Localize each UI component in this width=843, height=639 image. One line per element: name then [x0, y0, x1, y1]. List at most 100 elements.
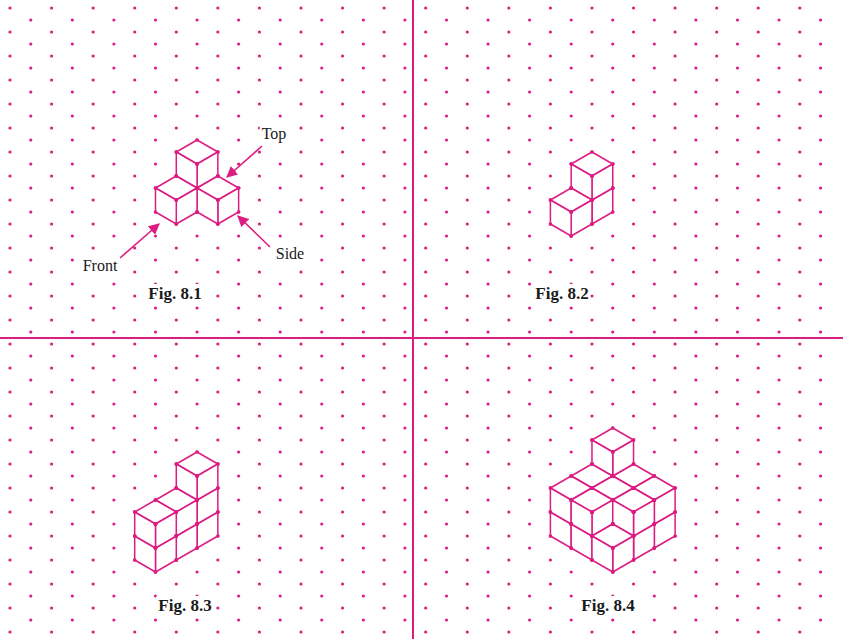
grid-dot	[507, 366, 510, 369]
grid-dot	[175, 174, 178, 177]
grid-dot	[383, 558, 386, 561]
grid-dot	[112, 594, 115, 597]
grid-dot	[71, 570, 74, 573]
vertex-dot	[174, 510, 178, 514]
grid-dot	[341, 606, 344, 609]
grid-dot	[777, 330, 780, 333]
vertex-dot	[632, 486, 636, 490]
grid-dot	[320, 378, 323, 381]
vertex-dot	[611, 546, 615, 550]
grid-dot	[237, 42, 240, 45]
grid-dot	[757, 582, 760, 585]
grid-dot	[570, 114, 573, 117]
grid-dot	[507, 342, 510, 345]
grid-dot	[8, 318, 11, 321]
grid-dot	[798, 54, 801, 57]
grid-dot	[653, 450, 656, 453]
vertex-dot	[569, 546, 573, 550]
grid-dot	[694, 426, 697, 429]
grid-dot	[216, 270, 219, 273]
grid-dot	[590, 174, 593, 177]
grid-dot	[590, 414, 593, 417]
vertex-dot	[154, 498, 158, 502]
grid-dot	[486, 498, 489, 501]
grid-dot	[694, 234, 697, 237]
grid-dot	[466, 390, 469, 393]
grid-dot	[8, 294, 11, 297]
vertex-dot	[632, 486, 636, 490]
vertex-dot	[653, 522, 657, 526]
grid-dot	[674, 294, 677, 297]
grid-dot	[133, 102, 136, 105]
grid-dot	[195, 66, 198, 69]
grid-dot	[279, 570, 282, 573]
vertex-dot	[590, 510, 594, 514]
grid-dot	[715, 630, 718, 633]
vertex-dot	[590, 534, 594, 538]
grid-dot	[757, 366, 760, 369]
grid-dot	[777, 354, 780, 357]
grid-dot	[403, 138, 406, 141]
grid-dot	[403, 378, 406, 381]
grid-dot	[424, 486, 427, 489]
label-text: Front	[81, 257, 120, 274]
grid-dot	[50, 630, 53, 633]
vertex-dot	[611, 498, 615, 502]
grid-dot	[486, 114, 489, 117]
grid-dot	[424, 30, 427, 33]
vertex-dot	[216, 174, 220, 178]
vertex-dot	[216, 150, 220, 154]
grid-dot	[445, 474, 448, 477]
grid-dot	[674, 126, 677, 129]
grid-dot	[341, 150, 344, 153]
vertex-dot	[195, 498, 199, 502]
grid-dot	[237, 498, 240, 501]
grid-dot	[570, 354, 573, 357]
grid-dot	[549, 462, 552, 465]
grid-dot	[92, 342, 95, 345]
grid-dot	[71, 138, 74, 141]
grid-dot	[570, 90, 573, 93]
cube-face	[197, 464, 218, 500]
vertex-dot	[216, 510, 220, 514]
grid-dot	[154, 330, 157, 333]
grid-dot	[674, 198, 677, 201]
grid-dot	[528, 234, 531, 237]
vertex-dot	[549, 486, 553, 490]
vertex-dot	[590, 462, 594, 466]
vertex-dot	[611, 498, 615, 502]
grid-dot	[819, 18, 822, 21]
grid-dot	[590, 582, 593, 585]
grid-dot	[570, 18, 573, 21]
vertex-dot	[611, 450, 615, 454]
grid-dot	[528, 546, 531, 549]
grid-dot	[50, 366, 53, 369]
grid-dot	[92, 558, 95, 561]
grid-dot	[590, 222, 593, 225]
grid-dot	[175, 366, 178, 369]
grid-dot	[216, 6, 219, 9]
grid-dot	[237, 402, 240, 405]
grid-dot	[653, 90, 656, 93]
grid-dot	[299, 294, 302, 297]
vertex-dot	[653, 498, 657, 502]
grid-dot	[549, 534, 552, 537]
vertex-dot	[195, 210, 199, 214]
vertex-dot	[611, 522, 615, 526]
grid-dot	[466, 342, 469, 345]
grid-dot	[486, 138, 489, 141]
grid-dot	[175, 126, 178, 129]
grid-dot	[29, 138, 32, 141]
vertex-dot	[174, 486, 178, 490]
grid-dot	[29, 306, 32, 309]
grid-dot	[715, 462, 718, 465]
grid-dot	[92, 222, 95, 225]
grid-dot	[258, 390, 261, 393]
vertex-dot	[154, 186, 158, 190]
grid-dot	[154, 402, 157, 405]
grid-dot	[362, 474, 365, 477]
grid-dot	[757, 222, 760, 225]
vertex-dot	[569, 474, 573, 478]
vertex-dot	[590, 486, 594, 490]
